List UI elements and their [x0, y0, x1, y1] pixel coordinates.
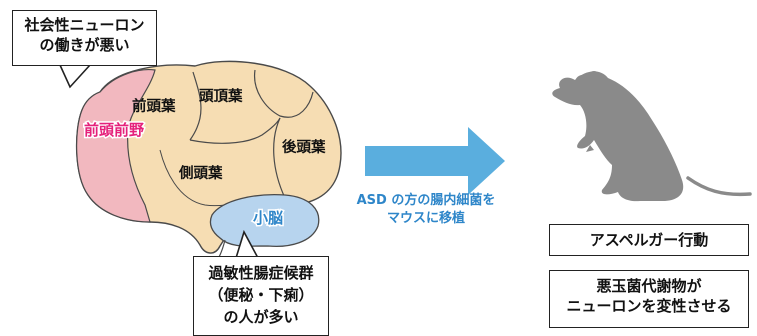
label-temporal: 側頭葉 — [178, 164, 223, 182]
sylvian-fissure — [189, 117, 281, 144]
result-asperger-behavior: アスペルガー行動 — [549, 224, 749, 256]
result-metabolite-line1: 悪玉菌代謝物が — [596, 277, 702, 295]
label-prefrontal: 前頭前野 — [84, 121, 144, 139]
result-metabolite-line2: ニューロンを変性させる — [566, 297, 732, 316]
result-behavior-text: アスペルガー行動 — [589, 231, 709, 249]
callout-bottom-pointer — [235, 229, 259, 259]
prefrontal-region — [76, 69, 156, 223]
label-occipital: 後頭葉 — [282, 138, 326, 156]
callout-ibs: 過敏性腸症候群 （便秘・下痢） の人が多い — [193, 256, 329, 336]
callout-top-line1: 社会性ニューロン — [24, 16, 145, 34]
label-cerebellum: 小脳 — [253, 209, 283, 227]
callout-top-pointer — [59, 64, 91, 89]
arrow-label-line2: マウスに移植 — [386, 211, 465, 227]
result-metabolite: 悪玉菌代謝物が ニューロンを変性させる — [549, 270, 749, 328]
label-frontal: 前頭葉 — [132, 97, 176, 115]
cerebellum-region — [209, 194, 320, 248]
central-sulcus — [189, 71, 202, 141]
occipital-border — [273, 117, 286, 199]
callout-bottom-line3: の人が多い — [223, 307, 299, 326]
transplant-arrow — [365, 127, 505, 195]
callout-social-neurons: 社会性ニューロン の働きが悪い — [12, 10, 157, 66]
parietal-border — [253, 69, 314, 118]
callout-bottom-line1: 過敏性腸症候群 — [208, 264, 314, 282]
callout-bottom-line2: （便秘・下痢） — [208, 285, 314, 304]
arrow-label-line1: ASD の方の腸内細菌を — [356, 193, 496, 208]
label-parietal: 頭頂葉 — [199, 87, 243, 105]
arrow-label: ASD の方の腸内細菌を マウスに移植 — [336, 192, 516, 228]
callout-top-line2: の働きが悪い — [39, 36, 130, 55]
mouse-silhouette — [552, 71, 752, 202]
